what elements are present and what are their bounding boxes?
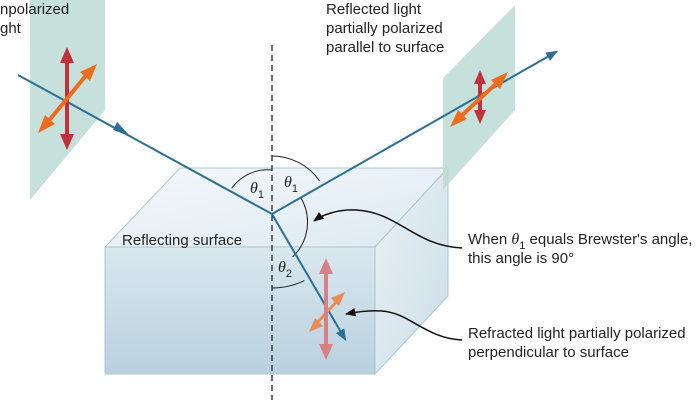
unpolarized-light-label: npolarized ght <box>0 1 73 37</box>
reflected-line-3: parallel to surface <box>326 39 444 56</box>
unpolarized-line-2: ght <box>0 20 22 37</box>
ninety-degree-arc <box>292 196 309 258</box>
arrowhead-icon <box>60 47 74 63</box>
arrowhead-icon <box>319 258 333 274</box>
reflected-ray <box>271 50 559 215</box>
brewster-angle-label-line-2: this angle is 90° <box>468 250 574 267</box>
horizontal-polarization-arrow <box>45 71 90 125</box>
reflected-line-2: partially polarized <box>326 20 443 37</box>
arrowhead-icon <box>331 292 345 306</box>
refracted-angle-arc <box>271 280 305 289</box>
block-front-face <box>104 246 376 375</box>
brewster-leader-line <box>313 209 463 249</box>
reflecting-surface-label: Reflecting surface <box>122 232 242 249</box>
arrowhead-icon <box>450 110 467 127</box>
reflected-line-1: Reflected light <box>326 1 422 18</box>
refracted-line-1: Refracted light partially polarized <box>468 325 686 342</box>
incident-ray <box>17 74 273 215</box>
reflected-angle-label: θ1 <box>284 174 298 195</box>
refracted-angle-label: θ2 <box>278 259 292 280</box>
refracted-ray <box>271 213 347 342</box>
refracted-light-label: Refracted light partially polarized perp… <box>468 325 690 361</box>
arrowhead-icon <box>309 318 323 332</box>
refracted-polarization-arrows <box>309 258 345 360</box>
incident-angle-label: θ1 <box>250 180 264 201</box>
refracted-leader-line <box>344 308 463 341</box>
unpolarized-arrows <box>38 47 97 150</box>
arrowhead-icon <box>38 115 55 133</box>
arrowhead-icon <box>474 110 486 124</box>
reflected-angle-arc <box>271 155 320 182</box>
reflected-light-label: Reflected light partially polarized para… <box>326 1 447 56</box>
brewster-angle-label: When θ1 equals Brewster's angle, <box>468 231 692 252</box>
incident-ray-arrowhead <box>113 122 130 136</box>
arrowhead-icon <box>60 134 74 150</box>
unpolarized-line-1: npolarized <box>0 1 69 18</box>
incident-angle-arc <box>231 169 273 189</box>
refracted-line-2: perpendicular to surface <box>468 344 629 361</box>
arrowhead-icon <box>319 344 333 360</box>
arrowhead-icon <box>80 64 97 81</box>
horizontal-polarization-arrow <box>456 78 502 121</box>
reflected-polarization-arrows <box>450 70 508 127</box>
glass-block <box>103 166 450 376</box>
arrowhead-icon <box>491 72 508 89</box>
arrowhead-icon <box>474 70 486 84</box>
